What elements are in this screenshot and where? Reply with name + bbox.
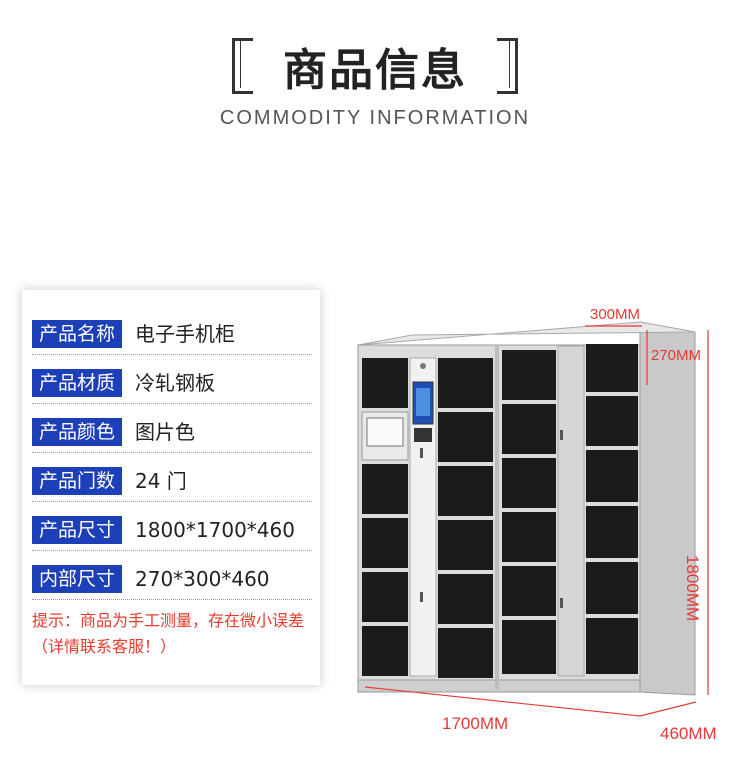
dim-width-line — [364, 686, 641, 717]
spec-label: 产品门数 — [32, 467, 122, 495]
spec-row-color: 产品颜色 图片色 — [32, 412, 312, 453]
page-title: 商品信息 — [283, 45, 467, 96]
spec-value: 冷轧钢板 — [135, 371, 215, 395]
spec-row-doors: 产品门数 24 门 — [32, 461, 312, 502]
cabinet-top — [357, 321, 696, 346]
spec-value: 电子手机柜 — [135, 322, 235, 346]
spec-value: 24 门 — [135, 469, 187, 493]
spec-value: 270*300*460 — [135, 567, 270, 591]
spec-label: 产品名称 — [32, 320, 122, 348]
spec-row-inner-size: 内部尺寸 270*300*460 — [32, 559, 312, 600]
measurement-note: 提示：商品为手工测量，存在微小误差（详情联系客服！） — [32, 611, 305, 656]
door-column-4 — [586, 344, 638, 674]
door-column-3 — [502, 350, 556, 674]
cell-height-label: 270MM — [651, 347, 702, 364]
cabinet-divider — [495, 345, 499, 690]
cell-width-label: 300MM — [590, 306, 641, 323]
cabinet-drawing — [357, 321, 709, 717]
depth-label: 460MM — [660, 724, 717, 743]
spec-row-size: 产品尺寸 1800*1700*460 — [32, 510, 312, 551]
spec-label: 产品材质 — [32, 369, 122, 397]
right-bracket-decoration — [497, 38, 518, 94]
cabinet-side-strip — [557, 345, 585, 677]
cabinet-side-panel — [639, 321, 696, 696]
spec-row-name: 产品名称 电子手机柜 — [32, 314, 312, 355]
height-label: 1800MM — [683, 555, 702, 622]
spec-label: 内部尺寸 — [32, 565, 122, 593]
door-column-1 — [361, 358, 409, 676]
locker-cabinet-illustration: 300MM 270MM 1800MM 1700MM 460MM — [340, 300, 750, 770]
spec-row-material: 产品材质 冷轧钢板 — [32, 363, 312, 404]
spec-value: 1800*1700*460 — [135, 518, 295, 542]
page-subtitle: COMMODITY INFORMATION — [219, 107, 531, 129]
spec-value: 图片色 — [135, 420, 195, 444]
door-column-2 — [438, 358, 493, 678]
width-label: 1700MM — [442, 714, 509, 733]
spec-label: 产品颜色 — [32, 418, 122, 446]
control-panel — [409, 357, 437, 677]
header: 商品信息 — [0, 30, 750, 100]
left-bracket-decoration — [232, 38, 253, 94]
spec-panel: 产品名称 电子手机柜 产品材质 冷轧钢板 产品颜色 图片色 产品门数 24 门 … — [22, 290, 320, 685]
dim-depth-line — [639, 701, 697, 717]
spec-label: 产品尺寸 — [32, 516, 122, 544]
